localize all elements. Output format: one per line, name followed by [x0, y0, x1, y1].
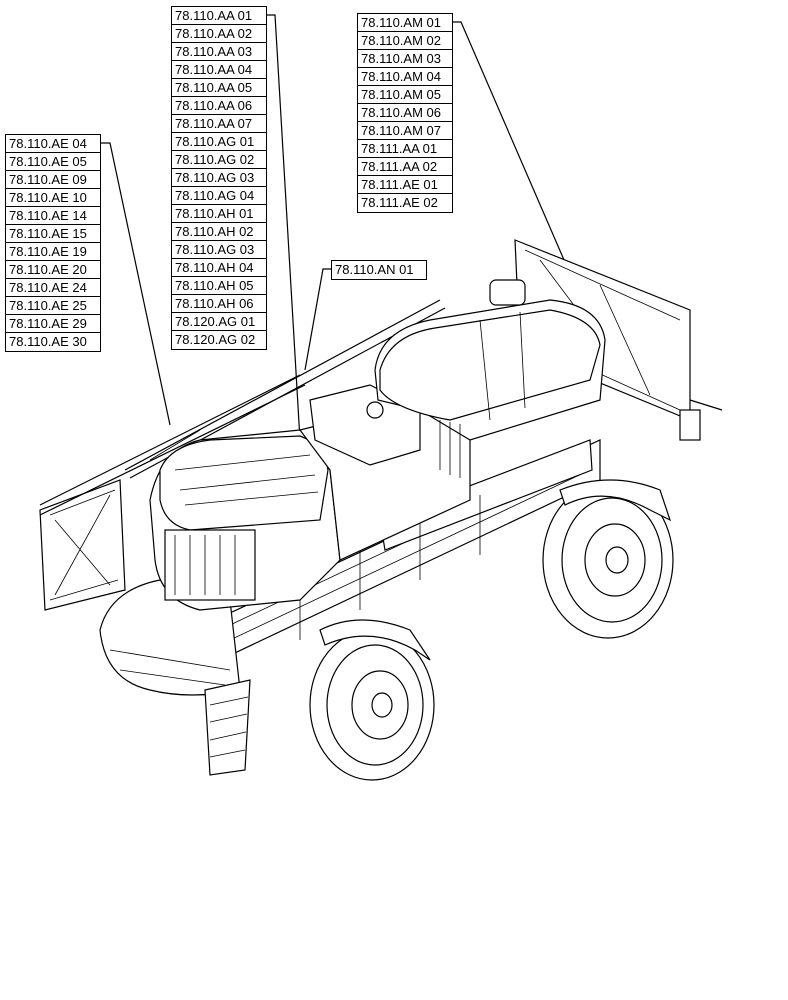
ref-label-ag-02[interactable]: 78.110.AG 02: [172, 151, 266, 169]
leader-lines: [99, 14, 591, 441]
ref-label-111-aa-01[interactable]: 78.111.AA 01: [358, 140, 452, 158]
leader-am: [451, 21, 591, 321]
ref-label-ah-05[interactable]: 78.110.AH 05: [172, 277, 266, 295]
leader-aa: [265, 14, 301, 441]
ref-label-ae-30[interactable]: 78.110.AE 30: [9, 334, 87, 349]
ref-label-am-04[interactable]: 78.110.AM 04: [358, 68, 452, 86]
ref-label-am-03[interactable]: 78.110.AM 03: [358, 50, 452, 68]
ref-label-ae-19[interactable]: 78.110.AE 19: [6, 243, 100, 261]
ref-label-111-ae-02[interactable]: 78.111.AE 02: [361, 195, 438, 210]
ref-label-ae-25[interactable]: 78.110.AE 25: [6, 297, 100, 315]
front-tank: [149, 429, 358, 611]
ref-label-120-ag-01[interactable]: 78.120.AG 01: [172, 313, 266, 331]
ref-label-ag-01[interactable]: 78.110.AG 01: [172, 133, 266, 151]
wheel-rear: [542, 479, 674, 639]
ref-label-an-01[interactable]: 78.110.AN 01: [335, 262, 414, 277]
center-tank: [298, 384, 471, 561]
ref-label-aa-06[interactable]: 78.110.AA 06: [172, 97, 266, 115]
ref-label-ae-10[interactable]: 78.110.AE 10: [6, 189, 100, 207]
callout-group-am: 78.110.AM 01 78.110.AM 02 78.110.AM 03 7…: [357, 13, 453, 213]
chassis: [214, 439, 601, 661]
ref-label-ae-29[interactable]: 78.110.AE 29: [6, 315, 100, 333]
ref-label-ae-09[interactable]: 78.110.AE 09: [6, 171, 100, 189]
ref-label-ae-14[interactable]: 78.110.AE 14: [6, 207, 100, 225]
ref-label-ae-15[interactable]: 78.110.AE 15: [6, 225, 100, 243]
ref-label-aa-02[interactable]: 78.110.AA 02: [172, 25, 266, 43]
rear-tank: [374, 279, 606, 478]
ref-label-am-02[interactable]: 78.110.AM 02: [358, 32, 452, 50]
ref-label-ah-06[interactable]: 78.110.AH 06: [172, 295, 266, 313]
ref-label-ag-03[interactable]: 78.110.AG 03: [172, 169, 266, 187]
callout-group-an: 78.110.AN 01: [331, 260, 427, 280]
ref-label-am-01[interactable]: 78.110.AM 01: [358, 14, 452, 32]
ref-label-ah-01[interactable]: 78.110.AH 01: [172, 205, 266, 223]
ref-label-111-ae-01[interactable]: 78.111.AE 01: [358, 176, 452, 194]
ref-label-ae-04[interactable]: 78.110.AE 04: [6, 135, 100, 153]
wheel-front: [309, 619, 435, 781]
ref-label-ah-02[interactable]: 78.110.AH 02: [172, 223, 266, 241]
ref-label-ag-04[interactable]: 78.110.AG 04: [172, 187, 266, 205]
ref-label-aa-04[interactable]: 78.110.AA 04: [172, 61, 266, 79]
ref-label-111-aa-02[interactable]: 78.111.AA 02: [358, 158, 452, 176]
ref-label-aa-01[interactable]: 78.110.AA 01: [172, 7, 266, 25]
ref-label-ag-03-b[interactable]: 78.110.AG 03: [172, 241, 266, 259]
ref-label-ae-05[interactable]: 78.110.AE 05: [6, 153, 100, 171]
ref-label-am-05[interactable]: 78.110.AM 05: [358, 86, 452, 104]
ref-label-aa-05[interactable]: 78.110.AA 05: [172, 79, 266, 97]
ref-label-aa-03[interactable]: 78.110.AA 03: [172, 43, 266, 61]
ref-label-ae-20[interactable]: 78.110.AE 20: [6, 261, 100, 279]
leader-ae: [99, 142, 171, 426]
ref-label-120-ag-02[interactable]: 78.120.AG 02: [175, 332, 256, 347]
ref-label-ah-04[interactable]: 78.110.AH 04: [172, 259, 266, 277]
callout-group-aa: 78.110.AA 01 78.110.AA 02 78.110.AA 03 7…: [171, 6, 267, 350]
leader-an: [304, 268, 331, 371]
ref-label-am-07[interactable]: 78.110.AM 07: [358, 122, 452, 140]
ref-label-aa-07[interactable]: 78.110.AA 07: [172, 115, 266, 133]
access-ladder: [204, 679, 251, 776]
ref-label-am-06[interactable]: 78.110.AM 06: [358, 104, 452, 122]
callout-group-ae: 78.110.AE 04 78.110.AE 05 78.110.AE 09 7…: [5, 134, 101, 352]
ref-label-ae-24[interactable]: 78.110.AE 24: [6, 279, 100, 297]
